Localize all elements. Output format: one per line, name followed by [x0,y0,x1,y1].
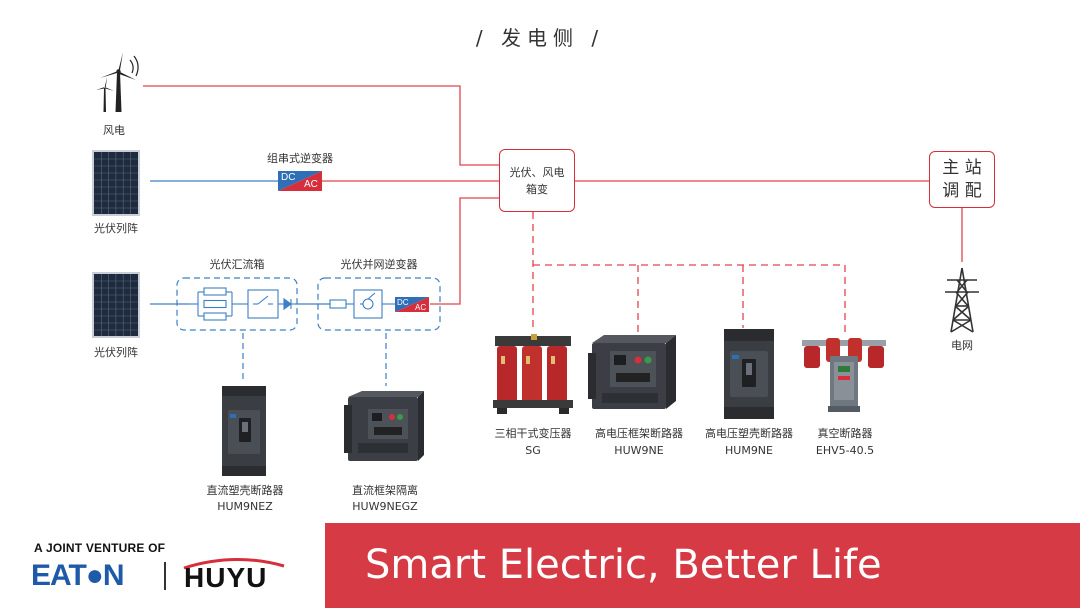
vacuum-breaker-product-image [800,336,888,412]
dry-transformer-product-image [491,334,575,414]
switch-icon [247,289,279,319]
solar-panel-icon [92,272,140,338]
box-transformer-line2: 箱变 [526,182,548,196]
dc-acb-product-image [344,391,424,467]
grid-label: 电网 [951,339,973,352]
breaker-icon [329,289,396,319]
grid-inverter-outline [317,277,441,331]
main-station-line2: 调 配 [942,180,982,201]
grid-inverter-label: 光伏并网逆变器 [340,258,418,271]
product-model: HUM9NE [725,444,773,457]
dc-ac-inverter-icon: DC AC [278,171,322,191]
eaton-logo: EAT●N [31,559,125,592]
hv-mccb-product-image [722,329,776,419]
combiner-box-outline [176,277,298,331]
box-transformer-line1: 光伏、风电 [509,165,565,179]
diode-icon [278,297,295,311]
slogan-text: Smart Electric, Better Life [365,542,882,588]
product-name: 高电压框架断路器 [595,427,683,440]
page-title: / 发电侧 / [475,26,605,50]
product-name: 直流框架隔离 [352,484,418,497]
dc-ac-inverter-icon: DC AC [395,297,429,312]
product-model: EHV5-40.5 [815,444,875,457]
hv-acb-product-image [588,335,676,413]
combiner-box-label: 光伏汇流箱 [209,258,265,271]
solar-panel-icon [92,150,140,216]
product-name: 三相干式变压器 [494,427,572,440]
product-name: 真空断路器 [817,427,873,440]
wind-line [143,85,500,166]
dc-text: DC [397,298,409,307]
wind-label: 风电 [103,124,125,137]
ac-text: AC [304,179,318,190]
transmission-tower-icon [942,266,982,334]
slogan-banner: Smart Electric, Better Life [325,523,1080,608]
string-inverter-label: 组串式逆变器 [267,152,333,165]
pv1-label: 光伏列阵 [94,222,138,235]
product-name: 直流塑壳断路器 [206,484,284,497]
main-station-node: 主 站 调 配 [929,151,995,208]
product-name: 高电压塑壳断路器 [705,427,793,440]
huyu-logo-text: HUYU [184,562,268,593]
product-model: SG [525,444,541,457]
joint-venture-text: A JOINT VENTURE OF [34,541,166,555]
ac-text: AC [415,303,427,312]
product-model: HUW9NE [614,444,664,457]
product-model: HUM9NEZ [217,500,273,513]
wind-turbine-icon [92,52,144,114]
logo-divider [164,562,166,590]
product-model: HUW9NEGZ [352,500,418,513]
pv2-ac-line [430,197,500,305]
main-station-line1: 主 站 [942,157,982,178]
dc-text: DC [281,172,296,183]
dc-mccb-product-image [220,386,268,476]
box-transformer-node: 光伏、风电 箱变 [499,149,575,212]
fuse-icon [190,287,248,321]
huyu-logo: HUYU [180,556,288,594]
pv2-label: 光伏列阵 [94,346,138,359]
product-bus-dashed [532,212,846,336]
